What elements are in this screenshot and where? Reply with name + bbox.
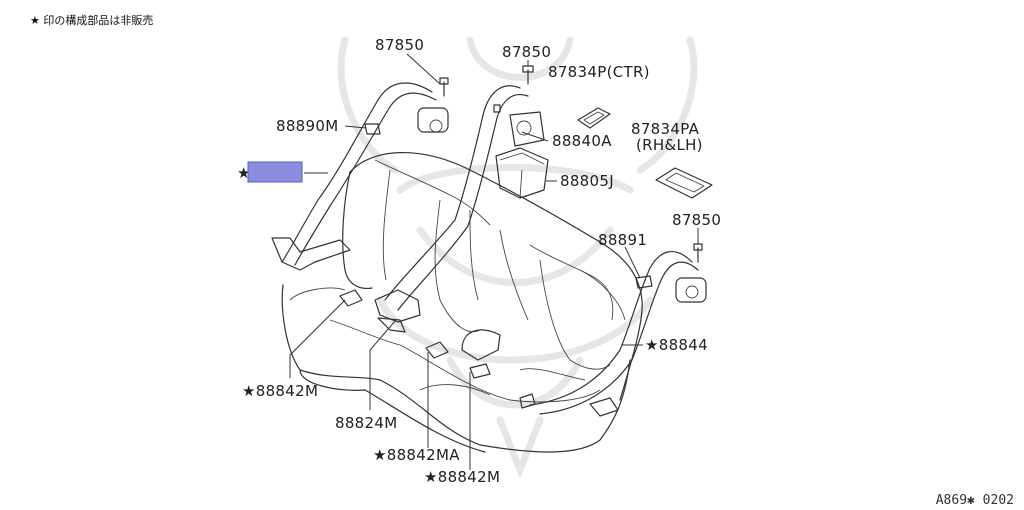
callout-88824m: 88824M <box>335 414 397 432</box>
callout-rh-lh: (RH&LH) <box>636 136 703 154</box>
seat-cushion <box>281 284 631 453</box>
callout-88842ma: ★88842MA <box>373 446 460 464</box>
non-sale-note: ★ 印の構成部品は非販売 <box>30 14 154 27</box>
callout-88844: ★88844 <box>645 336 708 354</box>
watermark-emblem <box>337 36 698 480</box>
callout-87850-right: 87850 <box>672 211 721 229</box>
callout-88842m-bottom: ★88842M <box>424 468 500 486</box>
callout-88891: 88891 <box>598 231 647 249</box>
center-belt <box>374 65 545 333</box>
highlighted-part-label[interactable] <box>247 161 303 183</box>
escutcheon-rh-lh <box>655 167 713 199</box>
callout-87834p-ctr: 87834P(CTR) <box>548 63 650 81</box>
callout-88805j: 88805J <box>560 172 614 190</box>
callout-87834pa: 87834PA <box>631 120 700 138</box>
escutcheon-ctr <box>577 107 611 129</box>
callout-star-highlight: ★ <box>237 164 251 182</box>
buckles <box>339 289 501 379</box>
callout-88842m-left: ★88842M <box>242 382 318 400</box>
diagram-code: A869✱ 0202 <box>935 493 1014 508</box>
callout-88840a: 88840A <box>552 132 612 150</box>
leader-lines <box>289 53 699 470</box>
storage-pocket <box>495 147 549 199</box>
left-shoulder-belt <box>271 77 449 271</box>
right-shoulder-belt <box>519 243 707 417</box>
callout-87850-left: 87850 <box>375 36 424 54</box>
callout-88890m: 88890M <box>276 117 338 135</box>
callout-87850-center: 87850 <box>502 43 551 61</box>
